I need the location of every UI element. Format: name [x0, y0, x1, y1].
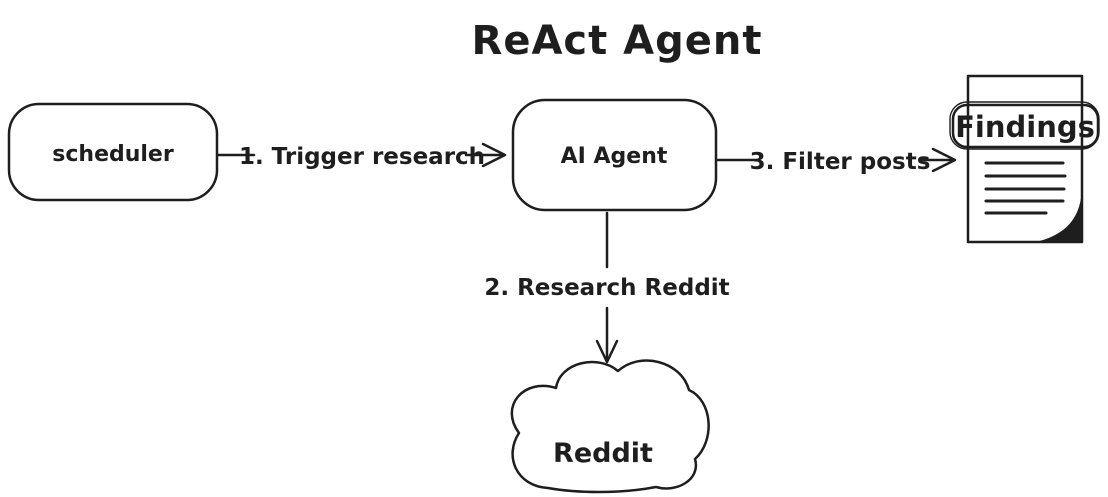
edge1-label: 1. Trigger research: [239, 144, 485, 170]
node-findings[interactable]: Findings: [949, 74, 1100, 244]
ai-agent-label: AI Agent: [561, 144, 668, 169]
document-icon: [966, 74, 1084, 244]
findings-label-box: [951, 103, 1100, 149]
diagram-title: ReAct Agent: [472, 18, 763, 64]
node-reddit[interactable]: Reddit: [510, 359, 710, 494]
edge-filter-posts[interactable]: 3. Filter posts: [716, 147, 957, 175]
ai-agent-shape: [511, 98, 718, 212]
node-ai-agent[interactable]: AI Agent: [511, 98, 718, 212]
arrowhead-right-icon: [481, 142, 507, 168]
cloud-icon: [510, 359, 710, 494]
findings-label: Findings: [955, 110, 1095, 144]
scheduler-label: scheduler: [52, 142, 174, 167]
document-fold-corner: [1036, 198, 1081, 242]
edge2-label: 2. Research Reddit: [484, 275, 729, 301]
edge3-label: 3. Filter posts: [750, 149, 931, 175]
arrowhead-down-icon: [595, 339, 619, 364]
arrowhead-right-icon: [931, 147, 957, 173]
edge-research-reddit[interactable]: 2. Research Reddit: [484, 211, 730, 364]
reddit-label: Reddit: [553, 438, 653, 469]
document-paper: [966, 74, 1084, 244]
node-scheduler[interactable]: scheduler: [7, 102, 219, 202]
edge-trigger-research[interactable]: 1. Trigger research: [216, 142, 507, 170]
scheduler-shape: [7, 102, 219, 202]
